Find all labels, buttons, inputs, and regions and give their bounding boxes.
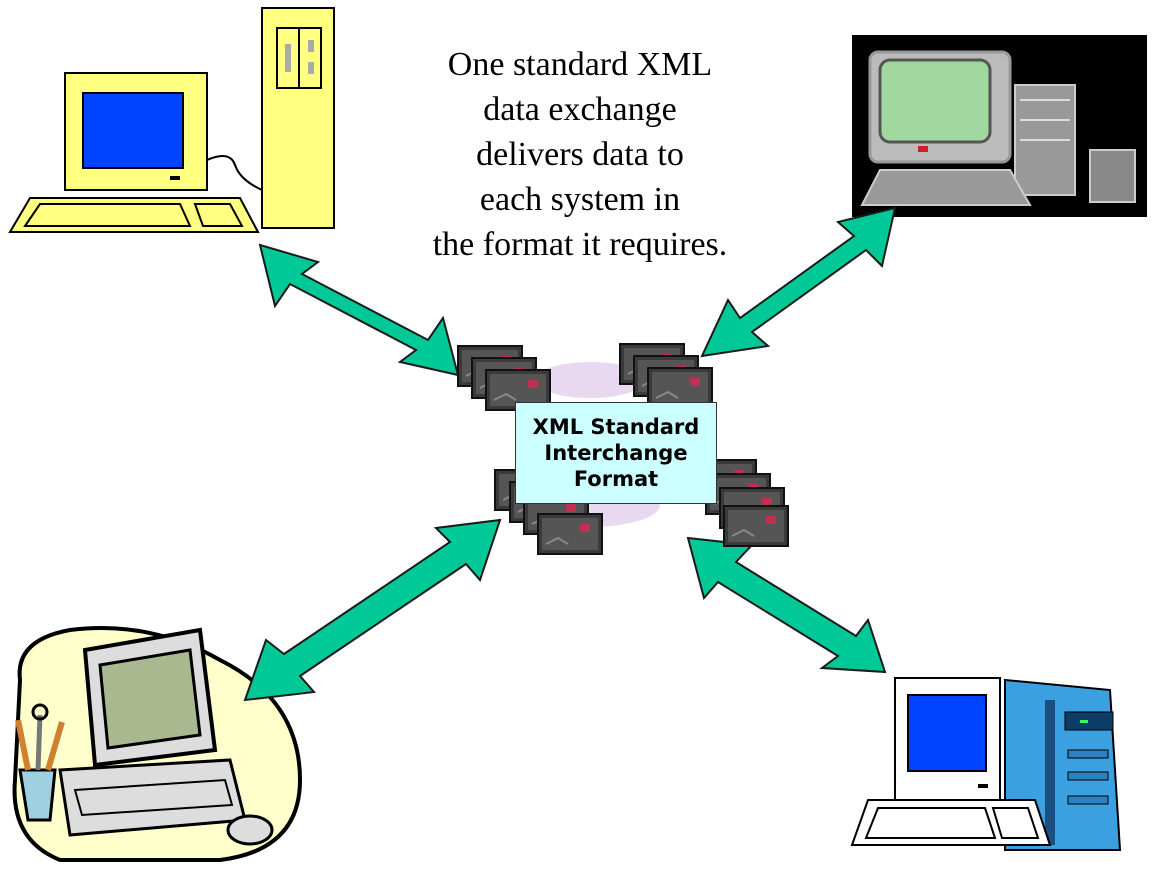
yellow-desktop-computer-icon: [8, 7, 335, 233]
dark-vintage-computer-icon: [852, 35, 1147, 217]
hub-label-line: Interchange: [544, 441, 688, 465]
blue-tower-computer-icon: [850, 677, 1122, 851]
arrow-bottom-right: [686, 536, 887, 674]
hub-label-line: XML Standard: [532, 415, 700, 439]
caption-line: delivers data to: [476, 136, 684, 173]
arrow-top-right: [700, 206, 897, 358]
arrow-bottom-left: [243, 518, 502, 702]
description-caption: One standard XML data exchange delivers …: [395, 42, 765, 267]
cartoon-computer-with-tools-icon: [12, 626, 303, 862]
caption-line: the format it requires.: [432, 226, 728, 263]
caption-line: data exchange: [483, 91, 677, 128]
xml-interchange-format-box: XML Standard Interchange Format: [515, 402, 717, 504]
caption-line: each system in: [479, 181, 681, 218]
hub-label-line: Format: [573, 467, 659, 491]
caption-line: One standard XML: [447, 46, 713, 83]
